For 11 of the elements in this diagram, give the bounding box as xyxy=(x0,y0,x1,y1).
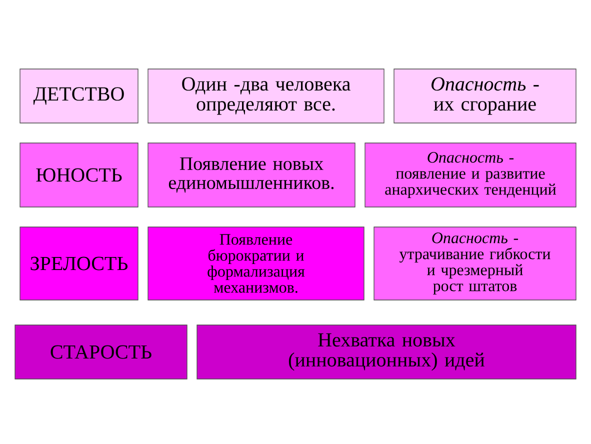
stage-box: Опасность - появление и развитие анархических тенденций xyxy=(364,142,576,208)
stage-box: Опасность - их сгорание xyxy=(394,68,576,124)
stage-box: Появление новых единомышленников. xyxy=(148,142,356,208)
stage-box: Нехватка новых (инновационных) идей xyxy=(196,324,576,380)
stage-box: ДЕТСТВО xyxy=(20,68,138,124)
stage-box: ЮНОСТЬ xyxy=(20,142,138,208)
stage-box: Один -два человека определяют все. xyxy=(148,68,384,124)
stage-box: Появление бюрократии и формализация механизмов. xyxy=(148,226,364,300)
stage-box: СТАРОСТЬ xyxy=(14,324,188,380)
stage-box: ЗРЕЛОСТЬ xyxy=(20,226,138,300)
stage-box: Опасность - утрачивание гибкости и чрезмерный рост штатов xyxy=(374,226,576,300)
